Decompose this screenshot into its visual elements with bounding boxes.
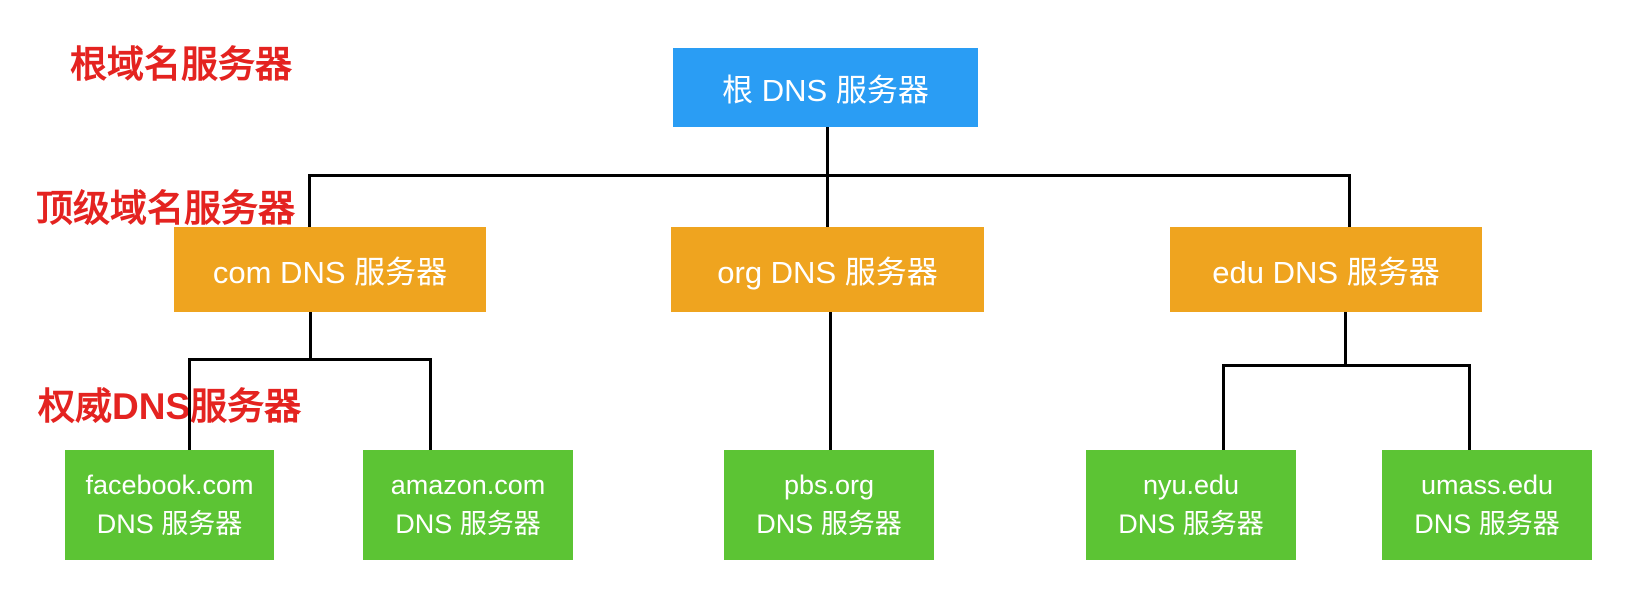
node-amazon-dns-server: amazon.com DNS 服务器 [363, 450, 573, 560]
node-label-line2: DNS 服务器 [1118, 509, 1264, 539]
node-org-dns-server: org DNS 服务器 [671, 227, 984, 312]
connector-edu-stem [1344, 312, 1347, 366]
node-label-line1: facebook.com [85, 469, 254, 500]
connector-com-stem [309, 312, 312, 360]
node-pbs-dns-server: pbs.org DNS 服务器 [724, 450, 934, 560]
tier-label-authoritative-servers: 权威DNS服务器 [38, 386, 302, 427]
connector-drop-to-com [308, 176, 311, 227]
node-label-line1: nyu.edu [1142, 469, 1240, 500]
node-label-line2: DNS 服务器 [756, 509, 902, 539]
node-label: edu DNS 服务器 [1212, 255, 1440, 290]
node-label-line2: DNS 服务器 [1414, 509, 1560, 539]
connector-drop-to-amazon [429, 360, 432, 450]
connector-com-horizontal-bar [188, 358, 432, 361]
node-label: com DNS 服务器 [212, 255, 448, 290]
connector-edu-horizontal-bar [1222, 364, 1471, 367]
connector-drop-to-facebook [188, 360, 191, 450]
connector-tld-horizontal-bar [308, 174, 1351, 177]
node-com-dns-server: com DNS 服务器 [174, 227, 486, 312]
tier-label-tld-servers: 顶级域名服务器 [36, 188, 295, 229]
node-label-line2: DNS 服务器 [96, 509, 243, 539]
node-label-line1: umass.edu [1420, 469, 1554, 500]
node-facebook-dns-server: facebook.com DNS 服务器 [65, 450, 274, 560]
node-edu-dns-server: edu DNS 服务器 [1170, 227, 1482, 312]
node-label: 根 DNS 服务器 [722, 73, 929, 108]
connector-drop-to-nyu [1222, 366, 1225, 450]
node-label-line1: amazon.com [390, 469, 546, 500]
node-label-line1: pbs.org [783, 469, 875, 500]
connector-root-stem [826, 127, 829, 176]
connector-drop-to-umass [1468, 366, 1471, 450]
node-umass-dns-server: umass.edu DNS 服务器 [1382, 450, 1592, 560]
node-label-line2: DNS 服务器 [395, 509, 541, 539]
connector-org-to-pbs [829, 312, 832, 450]
connector-drop-to-edu [1348, 176, 1351, 227]
node-label: org DNS 服务器 [717, 255, 938, 290]
tier-label-root-servers: 根域名服务器 [70, 44, 292, 85]
node-root-dns-server: 根 DNS 服务器 [673, 48, 978, 127]
connector-drop-to-org [826, 176, 829, 227]
node-nyu-dns-server: nyu.edu DNS 服务器 [1086, 450, 1296, 560]
